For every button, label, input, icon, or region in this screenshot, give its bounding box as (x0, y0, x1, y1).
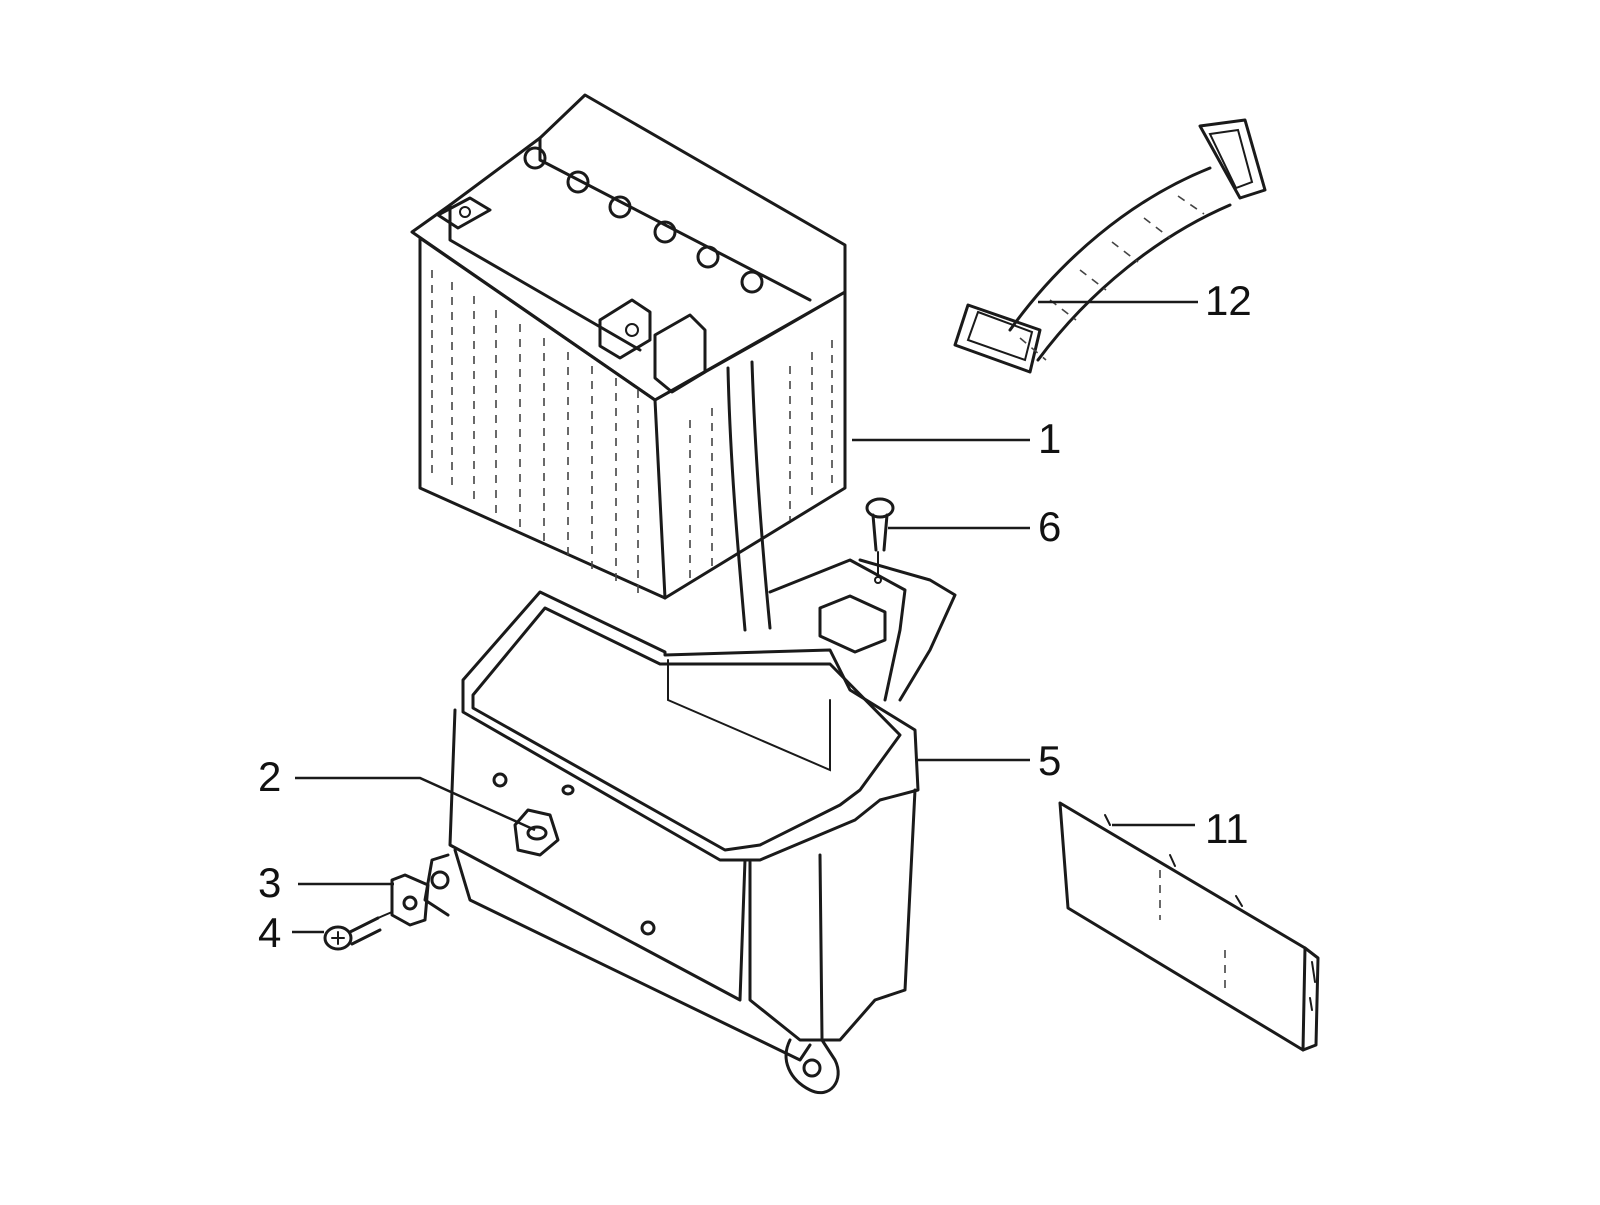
part-label-12: 12 (1205, 277, 1252, 324)
screw (323, 911, 393, 951)
part-label-6: 6 (1038, 503, 1062, 550)
part-label-4: 4 (258, 909, 282, 956)
part-label-3: 3 (258, 859, 282, 906)
terminal-positive (598, 298, 652, 360)
box-pad (818, 594, 887, 654)
part-label-11: 11 (1205, 805, 1249, 852)
battery-box (423, 558, 957, 1095)
nut (390, 873, 430, 927)
part-label-1: 1 (1038, 415, 1062, 462)
bracket (513, 808, 560, 857)
terminal-negative (436, 196, 492, 230)
cover-panel (1058, 801, 1320, 1052)
part-label-5: 5 (1038, 737, 1062, 784)
bolt (865, 497, 895, 584)
leader-lines (292, 300, 1198, 934)
leader-2 (295, 776, 536, 832)
battery (410, 93, 847, 632)
cell-caps (523, 146, 764, 294)
battery-strap (953, 118, 1267, 374)
part-label-2: 2 (258, 753, 282, 800)
